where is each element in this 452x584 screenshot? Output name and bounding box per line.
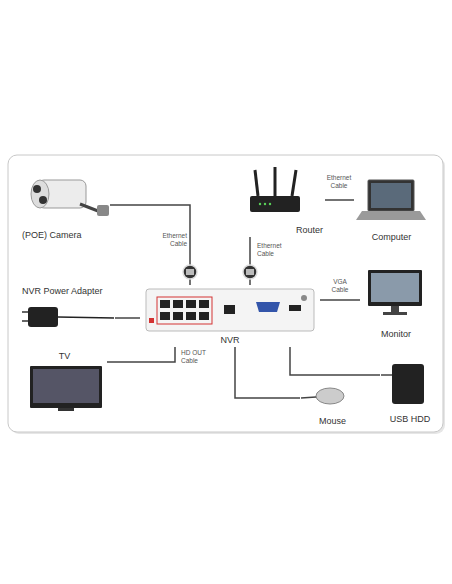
nvr-icon-part	[146, 289, 314, 331]
nvr-icon-part	[289, 305, 301, 311]
power-adapter-icon-part	[28, 307, 58, 327]
laptop-icon-part	[356, 211, 426, 220]
router-icon-part	[274, 167, 277, 196]
device-label: USB HDD	[390, 414, 431, 425]
camera-icon-part	[31, 180, 49, 208]
device-label: (POE) Camera	[22, 230, 82, 241]
panel	[8, 155, 445, 434]
cable	[325, 199, 354, 201]
ethernet-port-badge-part	[246, 269, 254, 275]
nvr-icon-part	[160, 300, 170, 308]
router-icon-part	[259, 203, 261, 205]
cable-label: Ethernet Cable	[148, 232, 188, 248]
cable	[107, 347, 175, 362]
cable-label: Ethernet Cable	[256, 242, 294, 258]
nvr-icon-part	[224, 305, 235, 314]
nvr-icon-part	[301, 295, 307, 301]
camera-icon-part	[39, 196, 47, 204]
nvr-icon-part	[160, 312, 170, 320]
router-icon-part	[255, 170, 258, 196]
device-node: Monitor	[360, 265, 432, 341]
mouse-icon	[301, 388, 344, 404]
device-label: TV	[59, 351, 71, 362]
device-node: TV	[22, 350, 107, 418]
camera-icon-part	[97, 205, 109, 216]
device-label: Monitor	[381, 329, 411, 340]
device-label: Computer	[372, 232, 412, 243]
nvr-icon-part	[157, 297, 212, 324]
monitor-icon	[368, 270, 422, 315]
cable-label: Ethernet Cable	[321, 174, 357, 190]
device-label: NVR	[220, 335, 239, 346]
cable	[115, 317, 140, 319]
ethernet-port-badge	[243, 265, 257, 279]
nvr-icon-part	[173, 300, 183, 308]
cable	[320, 299, 360, 301]
ethernet-port-badge	[183, 265, 197, 279]
device-node: Router	[240, 165, 325, 237]
panel-part	[8, 155, 443, 432]
nvr-icon-part	[149, 318, 154, 323]
power-adapter-icon-part	[22, 320, 28, 322]
device-label: Mouse	[319, 416, 346, 427]
cable	[290, 347, 380, 375]
camera-icon-part	[80, 204, 98, 211]
monitor-icon-part	[391, 306, 399, 312]
cable-label: HD OUT Cable	[180, 349, 216, 365]
ethernet-port-badge-part	[183, 265, 197, 279]
mouse-icon-part	[316, 388, 344, 404]
laptop-icon-part	[371, 183, 411, 208]
ethernet-port-badge-part	[243, 265, 257, 279]
nvr-icon	[146, 289, 314, 331]
usb-hdd-icon-part	[381, 374, 392, 376]
monitor-icon-part	[368, 270, 422, 306]
laptop-icon-part	[368, 180, 414, 211]
usb-hdd-icon-part	[392, 364, 424, 404]
tv-icon-part	[58, 408, 74, 411]
nvr-icon-part	[186, 300, 196, 308]
usb-hdd-icon	[381, 364, 424, 404]
power-adapter-icon-part	[22, 311, 28, 313]
laptop-icon	[356, 180, 426, 220]
device-node: NVR	[140, 285, 320, 347]
power-adapter-icon-part	[58, 317, 114, 318]
device-node: Mouse	[300, 385, 365, 428]
camera-icon	[31, 180, 109, 216]
device-node: USB HDD	[380, 360, 440, 426]
nvr-icon-part	[256, 302, 280, 312]
nvr-icon-part	[173, 312, 183, 320]
router-icon-part	[250, 196, 300, 212]
mouse-icon-part	[301, 397, 316, 398]
device-node: (POE) Camera	[20, 168, 110, 242]
device-label: NVR Power Adapter	[22, 286, 103, 297]
power-adapter-icon	[22, 307, 114, 327]
device-label: Router	[296, 225, 323, 236]
cable-label: VGA Cable	[325, 278, 355, 294]
monitor-icon-part	[383, 312, 407, 315]
tv-icon-part	[33, 369, 99, 403]
tv-icon-part	[30, 366, 102, 408]
device-node: Computer	[354, 172, 429, 244]
nvr-icon-part	[199, 312, 209, 320]
monitor-icon-part	[371, 273, 419, 302]
nvr-icon-part	[186, 312, 196, 320]
cable	[110, 205, 190, 285]
camera-icon-part	[33, 185, 41, 193]
router-icon	[250, 167, 300, 212]
router-icon-part	[292, 170, 296, 196]
ethernet-port-badge-part	[186, 269, 194, 275]
tv-icon	[30, 366, 102, 411]
router-icon-part	[269, 203, 271, 205]
device-node: NVR Power Adapter	[20, 285, 115, 333]
router-icon-part	[264, 203, 266, 205]
nvr-icon-part	[199, 300, 209, 308]
